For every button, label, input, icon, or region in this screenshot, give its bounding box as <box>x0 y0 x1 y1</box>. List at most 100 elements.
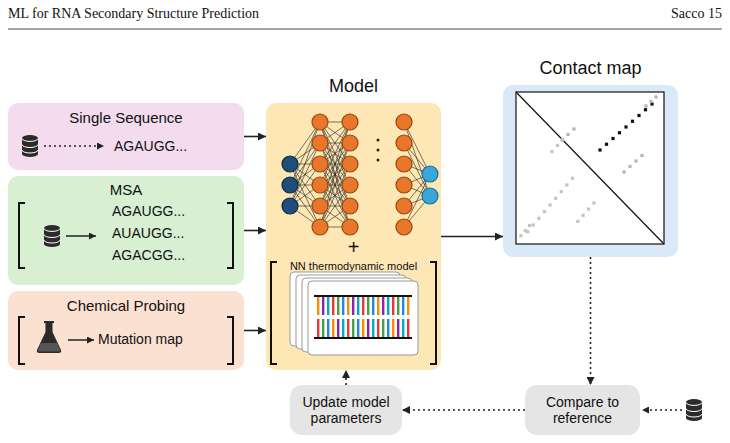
contact-dot <box>582 214 585 217</box>
base-bar <box>330 291 332 309</box>
plus-sign: + <box>266 236 441 259</box>
base-bar <box>350 291 352 309</box>
base-bar <box>320 313 322 331</box>
dotted-arrow <box>345 370 347 385</box>
base-bar <box>361 294 363 312</box>
contact-dot <box>637 114 640 117</box>
base-bar <box>309 288 311 306</box>
bracket <box>227 317 233 364</box>
neuron <box>342 114 358 130</box>
contact-dot <box>640 154 643 157</box>
network-link <box>290 185 320 186</box>
base-bar <box>370 313 372 331</box>
base-bar <box>379 310 381 328</box>
base-bar <box>335 291 337 309</box>
contact-dot <box>628 165 631 168</box>
sequence-text: AGACGG... <box>112 247 222 263</box>
network-link <box>320 122 350 185</box>
base-bar <box>349 288 351 306</box>
network-link <box>320 122 350 164</box>
neuron <box>396 114 412 130</box>
process-label: Compare to reference <box>525 385 640 435</box>
bracket <box>19 203 25 268</box>
base-bar <box>325 313 327 331</box>
network-link <box>320 122 350 164</box>
network-link <box>320 122 350 206</box>
network-link <box>404 196 430 227</box>
base-bar <box>375 313 377 331</box>
contact-dot <box>524 229 527 232</box>
neuron <box>342 177 358 193</box>
network-link <box>404 196 430 206</box>
contact-dot <box>532 223 535 226</box>
contact-dot <box>556 144 559 147</box>
base-bar <box>327 297 329 315</box>
model-box: Model+NN thermodynamic model <box>266 103 441 370</box>
contact-map-diagonal <box>516 92 664 244</box>
base-bar <box>369 288 371 306</box>
database-icon <box>686 399 702 421</box>
base-bar <box>309 310 311 328</box>
base-bar <box>382 319 384 337</box>
base-bar <box>342 319 344 337</box>
input-box: Single SequenceAGAUGG... <box>8 103 244 170</box>
base-bar <box>340 313 342 331</box>
base-bar <box>325 291 327 309</box>
ellipsis-dot <box>377 159 380 162</box>
base-bar <box>331 316 333 334</box>
base-bar <box>334 288 336 306</box>
neuron <box>342 156 358 172</box>
network-link <box>320 122 350 206</box>
network-link <box>320 164 350 165</box>
base-bar <box>360 313 362 331</box>
network-link <box>320 164 350 206</box>
base-bar <box>377 319 379 337</box>
network-link <box>320 143 350 164</box>
box-heading: Contact map <box>503 58 678 79</box>
network-link <box>320 122 350 227</box>
network-link <box>320 143 350 227</box>
base-bar <box>305 291 307 309</box>
contact-dot <box>611 137 614 140</box>
contact-map-dots <box>519 95 657 237</box>
process-box: Compare to reference <box>525 385 640 435</box>
network-link <box>290 206 320 227</box>
base-bar <box>344 310 346 328</box>
contact-dot <box>543 210 546 213</box>
base-bar <box>341 316 343 334</box>
contact-dot <box>587 207 590 210</box>
base-bar <box>345 313 347 331</box>
base-bar <box>341 294 343 312</box>
network-link <box>320 206 350 227</box>
base-bar <box>346 316 348 334</box>
network-link <box>290 122 320 206</box>
contact-dot <box>548 203 551 206</box>
input-box: MSAAGAUGG...AUAUGG...AGACGG... <box>8 176 244 285</box>
flask-liquid <box>38 343 60 352</box>
base-bar <box>344 288 346 306</box>
base-bar <box>329 310 331 328</box>
base-bar <box>357 297 359 315</box>
contact-dot <box>592 201 595 204</box>
contact-dot <box>650 102 653 105</box>
base-bar <box>374 288 376 306</box>
base-bar <box>371 316 373 334</box>
base-bar <box>299 310 301 328</box>
base-bar <box>374 310 376 328</box>
contact-dot <box>572 127 575 130</box>
base-bar <box>391 316 393 334</box>
base-bar <box>397 297 399 315</box>
contact-map-square <box>516 92 664 244</box>
network-link <box>320 143 350 185</box>
contact-dot <box>644 108 647 111</box>
network-link <box>290 185 320 206</box>
neuron <box>396 177 412 193</box>
base-bar <box>345 291 347 309</box>
model-subtitle: NN thermodynamic model <box>266 260 441 273</box>
contact-dot <box>598 148 601 151</box>
base-bar <box>324 288 326 306</box>
base-bar <box>347 319 349 337</box>
base-bar <box>391 294 393 312</box>
process-box: Update model parameters <box>290 385 402 435</box>
base-bar <box>389 310 391 328</box>
